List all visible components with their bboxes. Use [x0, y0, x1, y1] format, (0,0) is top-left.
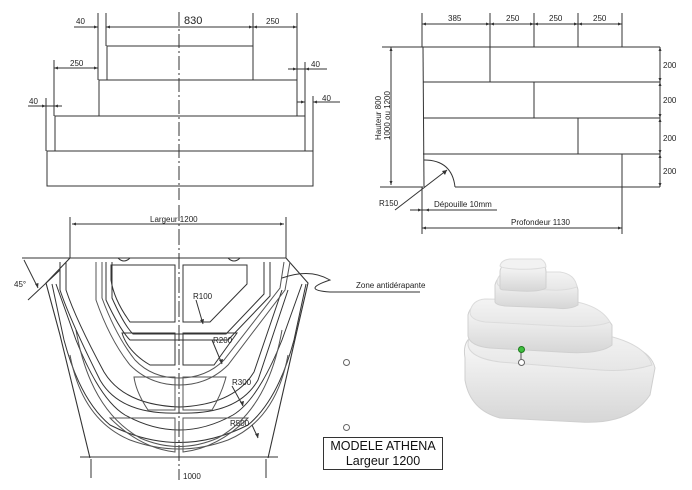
dim-step-height-2: 200: [663, 96, 677, 105]
dim-step-depth-3: 250: [549, 14, 563, 23]
selection-handle[interactable]: [518, 359, 525, 366]
radius-label: R150: [379, 199, 399, 208]
dim-step-height-1: 200: [663, 61, 677, 70]
angle-label: 45°: [14, 280, 26, 289]
front-step-3: [54, 115, 306, 152]
step-3d-render: [464, 258, 656, 423]
radius-r300: R300: [232, 378, 252, 387]
title-block: MODELE ATHENA Largeur 1200: [323, 437, 443, 470]
height-label-line1: Hauteur 800: [374, 95, 383, 140]
width-label: Largeur 1200: [150, 215, 198, 224]
model-name: MODELE ATHENA: [330, 439, 436, 453]
textbox-handle-bottom[interactable]: [343, 424, 350, 431]
dim-step-height-3: 200: [663, 134, 677, 143]
plan-view: [22, 205, 420, 480]
dim-step-depth-4: 250: [593, 14, 607, 23]
dim-step-depth-2: 250: [506, 14, 520, 23]
rotation-handle[interactable]: [518, 346, 525, 353]
draft-label: Dépouille 10mm: [434, 200, 492, 209]
front-arrows: [42, 25, 317, 108]
depth-label: Profondeur 1130: [511, 218, 571, 227]
dim-top-width: 830: [184, 15, 202, 27]
model-width: Largeur 1200: [345, 454, 421, 468]
dim-step-height-4: 200: [663, 167, 677, 176]
height-label-line2: 1000 ou 1200: [383, 91, 392, 140]
dim-second-right-offset: 40: [311, 60, 320, 69]
bottom-dim-label: 1000: [183, 472, 201, 481]
dim-second-left-step: 250: [70, 59, 84, 68]
front-step-1: [106, 45, 254, 81]
dim-third-right-offset: 40: [322, 94, 331, 103]
dim-top-right-step: 250: [266, 17, 280, 26]
front-step-4: [46, 150, 314, 187]
dim-step-depth-1: 385: [448, 14, 462, 23]
side-view: [380, 13, 661, 234]
dim-third-left-offset: 40: [29, 97, 38, 106]
dim-top-left-offset: 40: [76, 17, 85, 26]
radius-r200: R200: [213, 336, 233, 345]
radius-r500: R500: [230, 419, 250, 428]
plan-arrows: [35, 222, 284, 438]
front-step-2: [98, 79, 298, 117]
textbox-handle-top[interactable]: [343, 359, 350, 366]
front-view: [28, 12, 340, 200]
side-arrows: [389, 22, 662, 230]
zone-antiderapante-label: Zone antidérapante: [356, 281, 426, 290]
radius-r100: R100: [193, 292, 213, 301]
